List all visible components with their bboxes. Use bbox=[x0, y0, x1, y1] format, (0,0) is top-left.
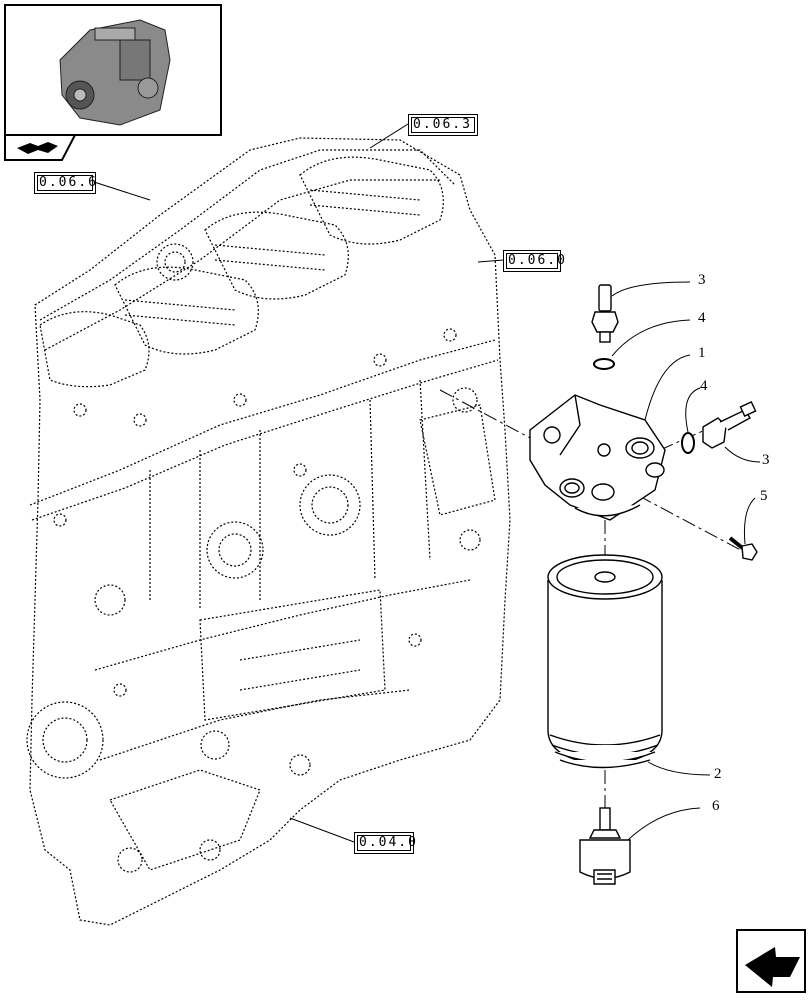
reference-box-0-06-0[interactable]: 0.06.0 bbox=[503, 250, 565, 272]
part-6-sensor[interactable] bbox=[579, 807, 631, 885]
part-1-filter-head[interactable] bbox=[529, 394, 666, 521]
reference-box-0-06-6[interactable]: 0.06.6 bbox=[34, 172, 96, 194]
part-4-side-o-ring[interactable] bbox=[681, 432, 695, 454]
part-number-4-side: 4 bbox=[700, 378, 708, 394]
engine-block-drawing bbox=[26, 137, 511, 926]
part-number-1: 1 bbox=[698, 345, 706, 361]
part-number-2: 2 bbox=[714, 766, 722, 782]
part-3-side-fitting[interactable] bbox=[702, 401, 757, 449]
part-number-3-top: 3 bbox=[698, 272, 706, 288]
book-icon bbox=[17, 142, 58, 154]
part-number-6: 6 bbox=[712, 798, 720, 814]
part-number-3-side: 3 bbox=[762, 452, 770, 468]
reference-leaders bbox=[93, 123, 505, 843]
reference-box-0-06-3[interactable]: 0.06.3 bbox=[408, 114, 478, 136]
part-leaders bbox=[611, 281, 761, 841]
next-page-arrow-icon[interactable] bbox=[736, 929, 806, 993]
part-4-top-o-ring[interactable] bbox=[593, 358, 615, 370]
part-2-filter-cartridge[interactable] bbox=[547, 554, 663, 769]
part-number-4-top: 4 bbox=[698, 310, 706, 326]
part-5-bolt[interactable] bbox=[728, 536, 758, 561]
reference-box-0-04-0[interactable]: 0.04.0 bbox=[354, 832, 416, 854]
part-number-5: 5 bbox=[760, 488, 768, 504]
part-3-top-fitting[interactable] bbox=[591, 284, 619, 343]
engine-thumbnail-icon bbox=[59, 19, 171, 126]
